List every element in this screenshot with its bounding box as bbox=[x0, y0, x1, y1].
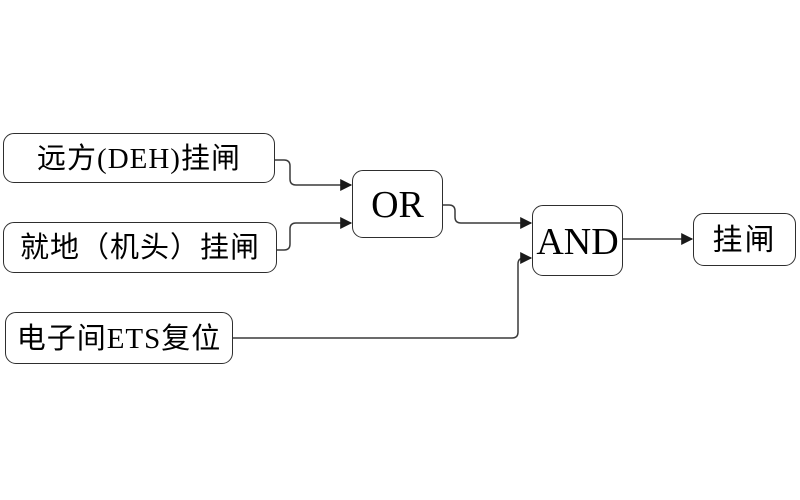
node-local-head-latch-label: 就地（机头）挂闸 bbox=[19, 232, 260, 264]
node-and-gate-label: AND bbox=[536, 220, 619, 263]
node-remote-deh-latch: 远方(DEH)挂闸 bbox=[3, 133, 275, 183]
node-ets-reset: 电子间ETS复位 bbox=[5, 312, 233, 364]
node-or-gate: OR bbox=[352, 170, 443, 238]
edge-ets-to-and bbox=[233, 252, 533, 339]
edge-local-to-or bbox=[277, 217, 353, 251]
node-output-latch-label: 挂闸 bbox=[712, 223, 777, 257]
node-and-gate: AND bbox=[532, 205, 623, 276]
node-output-latch: 挂闸 bbox=[693, 213, 796, 266]
node-or-gate-label: OR bbox=[371, 184, 424, 226]
edge-remote-to-or bbox=[275, 159, 353, 191]
edge-or-to-and bbox=[443, 204, 533, 229]
node-remote-deh-latch-label: 远方(DEH)挂闸 bbox=[37, 142, 241, 175]
node-ets-reset-label: 电子间ETS复位 bbox=[16, 322, 222, 355]
node-local-head-latch: 就地（机头）挂闸 bbox=[3, 222, 277, 273]
